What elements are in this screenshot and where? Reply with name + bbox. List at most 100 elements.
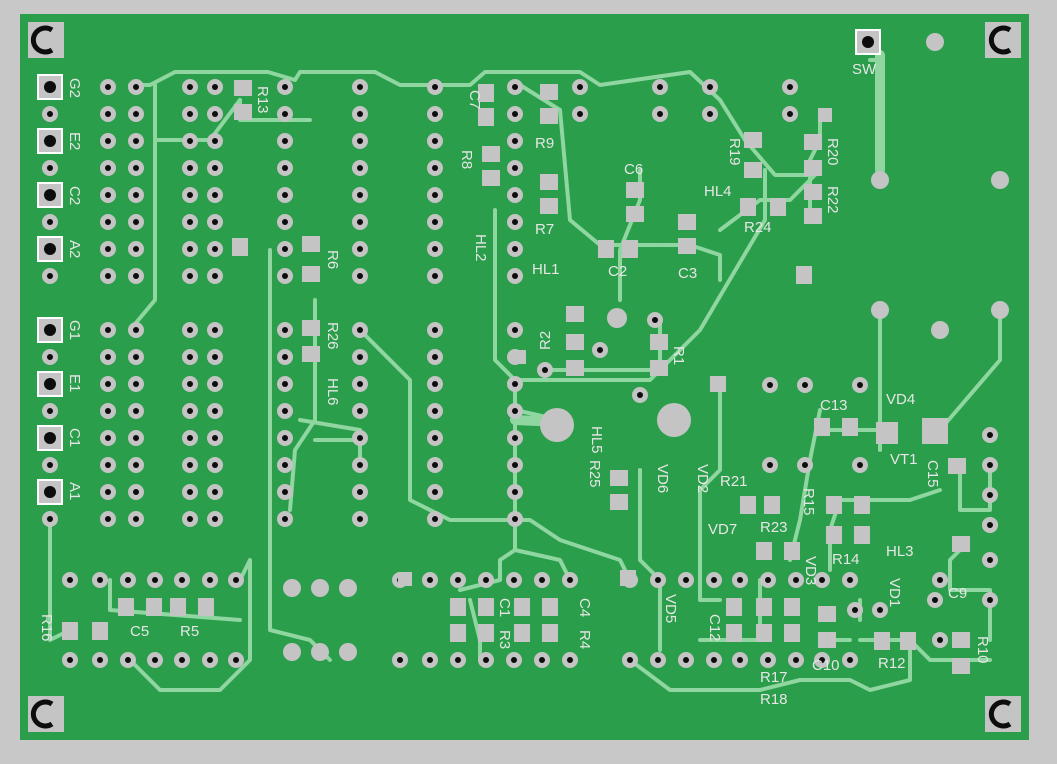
drill-hole bbox=[737, 577, 743, 583]
label-r16: R16 bbox=[38, 614, 55, 642]
drill-hole bbox=[567, 657, 573, 663]
connector-label: E1 bbox=[66, 374, 83, 392]
drill-hole bbox=[357, 408, 363, 414]
label-vd7: VD7 bbox=[708, 521, 737, 538]
drill-hole bbox=[711, 657, 717, 663]
drill-hole bbox=[105, 354, 111, 360]
label-hl3: HL3 bbox=[886, 543, 914, 560]
drill-hole bbox=[282, 408, 288, 414]
drill-hole bbox=[282, 246, 288, 252]
drill-hole bbox=[987, 432, 993, 438]
drill-hole bbox=[105, 273, 111, 279]
label-c3: C3 bbox=[678, 265, 697, 282]
drill-hole bbox=[357, 516, 363, 522]
drill-hole bbox=[432, 489, 438, 495]
label-r14: R14 bbox=[832, 551, 860, 568]
drill-hole bbox=[212, 111, 218, 117]
connector-label: A2 bbox=[66, 240, 83, 258]
drill-hole bbox=[212, 165, 218, 171]
drill-hole bbox=[97, 577, 103, 583]
drill-hole bbox=[133, 111, 139, 117]
drill-hole bbox=[357, 192, 363, 198]
label-r18: R18 bbox=[760, 691, 788, 708]
drill-hole bbox=[432, 381, 438, 387]
drill-hole bbox=[212, 246, 218, 252]
drill-hole bbox=[707, 84, 713, 90]
drill-hole bbox=[357, 165, 363, 171]
label-c4: C4 bbox=[576, 598, 593, 617]
drill-hole bbox=[133, 246, 139, 252]
drill-hole bbox=[357, 246, 363, 252]
drill-hole bbox=[542, 367, 548, 373]
drill-hole bbox=[105, 327, 111, 333]
label-r10: R10 bbox=[974, 636, 991, 664]
drill-hole bbox=[802, 382, 808, 388]
drill-hole bbox=[187, 138, 193, 144]
drill-hole bbox=[432, 273, 438, 279]
drill-hole bbox=[455, 657, 461, 663]
drill-hole bbox=[212, 219, 218, 225]
drill-hole bbox=[187, 327, 193, 333]
drill-hole bbox=[212, 354, 218, 360]
label-hl1: HL1 bbox=[532, 261, 560, 278]
drill-hole bbox=[539, 577, 545, 583]
drill-hole bbox=[987, 522, 993, 528]
drill-hole bbox=[152, 577, 158, 583]
label-r22: R22 bbox=[824, 186, 841, 214]
drill-hole bbox=[212, 273, 218, 279]
drill-hole bbox=[357, 138, 363, 144]
drill-hole bbox=[512, 435, 518, 441]
drill-hole bbox=[847, 577, 853, 583]
drill-hole bbox=[282, 192, 288, 198]
drill-hole bbox=[357, 462, 363, 468]
label-r2: R2 bbox=[537, 331, 554, 350]
drill-hole bbox=[937, 577, 943, 583]
drill-hole bbox=[511, 577, 517, 583]
connector-pads bbox=[37, 29, 881, 505]
drill-hole bbox=[737, 657, 743, 663]
drill-hole bbox=[187, 381, 193, 387]
label-r24: R24 bbox=[744, 219, 772, 236]
drill-hole bbox=[187, 192, 193, 198]
drill-hole bbox=[432, 246, 438, 252]
label-c15: C15 bbox=[924, 460, 941, 488]
drill-hole bbox=[133, 435, 139, 441]
drill-hole bbox=[637, 392, 643, 398]
label-hl4: HL4 bbox=[704, 183, 732, 200]
drill-hole bbox=[212, 516, 218, 522]
drill-hole bbox=[125, 577, 131, 583]
label-r9: R9 bbox=[535, 135, 554, 152]
drill-hole bbox=[427, 577, 433, 583]
drill-hole bbox=[105, 462, 111, 468]
drill-hole bbox=[397, 657, 403, 663]
drill-hole bbox=[857, 382, 863, 388]
label-r13: R13 bbox=[254, 86, 271, 114]
connector-label: C1 bbox=[66, 428, 83, 447]
drill-hole bbox=[357, 354, 363, 360]
drill-hole bbox=[212, 84, 218, 90]
drill-hole bbox=[512, 273, 518, 279]
drill-hole bbox=[357, 327, 363, 333]
large-pads bbox=[283, 33, 1009, 661]
label-r5: R5 bbox=[180, 623, 199, 640]
drill-hole bbox=[67, 657, 73, 663]
label-vd1: VD1 bbox=[886, 578, 903, 607]
drill-hole bbox=[432, 138, 438, 144]
drill-hole bbox=[282, 84, 288, 90]
label-r8: R8 bbox=[458, 150, 475, 169]
drill-hole bbox=[282, 381, 288, 387]
drill-hole bbox=[793, 657, 799, 663]
label-vd4: VD4 bbox=[886, 391, 915, 408]
drill-hole bbox=[133, 138, 139, 144]
connector-label: E2 bbox=[66, 132, 83, 150]
drill-hole bbox=[357, 111, 363, 117]
drill-hole bbox=[655, 657, 661, 663]
label-r1: R1 bbox=[670, 346, 687, 365]
drill-hole bbox=[105, 138, 111, 144]
drill-hole bbox=[282, 138, 288, 144]
connector-label: C2 bbox=[66, 186, 83, 205]
drill-hole bbox=[282, 516, 288, 522]
label-r4: R4 bbox=[576, 630, 593, 649]
